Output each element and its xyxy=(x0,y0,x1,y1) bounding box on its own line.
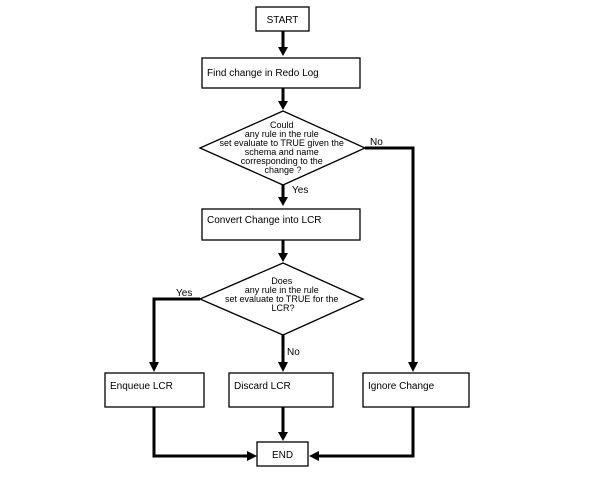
decision1-line: corresponding to the xyxy=(241,156,323,166)
decision1-line: Could xyxy=(270,120,294,130)
decision1-line: schema and name xyxy=(245,147,319,157)
edge-enqueue-to-end xyxy=(152,407,249,458)
edge-ignore-to-end xyxy=(317,407,415,458)
enqueue-node xyxy=(104,372,205,408)
discard-node xyxy=(228,372,334,408)
ignore-label: Ignore Change xyxy=(368,381,435,392)
edge-decision2-yes xyxy=(152,297,200,366)
decision2-label: Does any rule in the rule set evaluate t… xyxy=(225,276,341,313)
decision2-yes-label: Yes xyxy=(176,288,192,299)
arrowhead-decision1-yes xyxy=(278,197,288,206)
convert-node xyxy=(201,208,361,241)
arrowhead-start-to-find xyxy=(278,47,288,56)
edge-decision1-no xyxy=(365,146,415,366)
decision2-line: set evaluate to TRUE for the xyxy=(225,294,338,304)
end-label: END xyxy=(272,450,293,461)
decision2-no-label: No xyxy=(287,347,300,358)
discard-label: Discard LCR xyxy=(234,381,291,392)
decision1-yes-label: Yes xyxy=(292,185,308,196)
enqueue-label: Enqueue LCR xyxy=(110,381,173,392)
ignore-node xyxy=(362,372,470,408)
arrowhead-find-to-decision1 xyxy=(278,101,288,110)
arrowhead-decision2-no xyxy=(278,362,288,372)
convert-label: Convert Change into LCR xyxy=(207,215,322,226)
decision1-line: change ? xyxy=(264,165,301,175)
arrowhead-convert-to-decision2 xyxy=(278,253,288,262)
end-node xyxy=(256,441,309,467)
arrowhead-ignore-to-end xyxy=(309,451,319,461)
arrowhead-enqueue-to-end xyxy=(247,451,257,461)
decision1-line: set evaluate to TRUE given the xyxy=(220,138,344,148)
decision2-line: Does xyxy=(271,276,293,286)
decision2-line: LCR? xyxy=(271,303,294,313)
decision1-line: any rule in the rule xyxy=(245,129,319,139)
arrowhead-decision2-yes xyxy=(149,362,159,372)
decision1-label: Could any rule in the rule set evaluate … xyxy=(220,120,347,175)
start-label: START xyxy=(267,15,299,26)
find-change-label: Find change in Redo Log xyxy=(207,68,319,79)
arrowhead-decision1-no xyxy=(408,362,418,372)
find-change-node xyxy=(201,57,361,89)
decision2-line: any rule in the rule xyxy=(245,285,319,295)
arrowhead-discard-to-end xyxy=(278,432,288,441)
decision1-no-label: No xyxy=(370,137,383,148)
